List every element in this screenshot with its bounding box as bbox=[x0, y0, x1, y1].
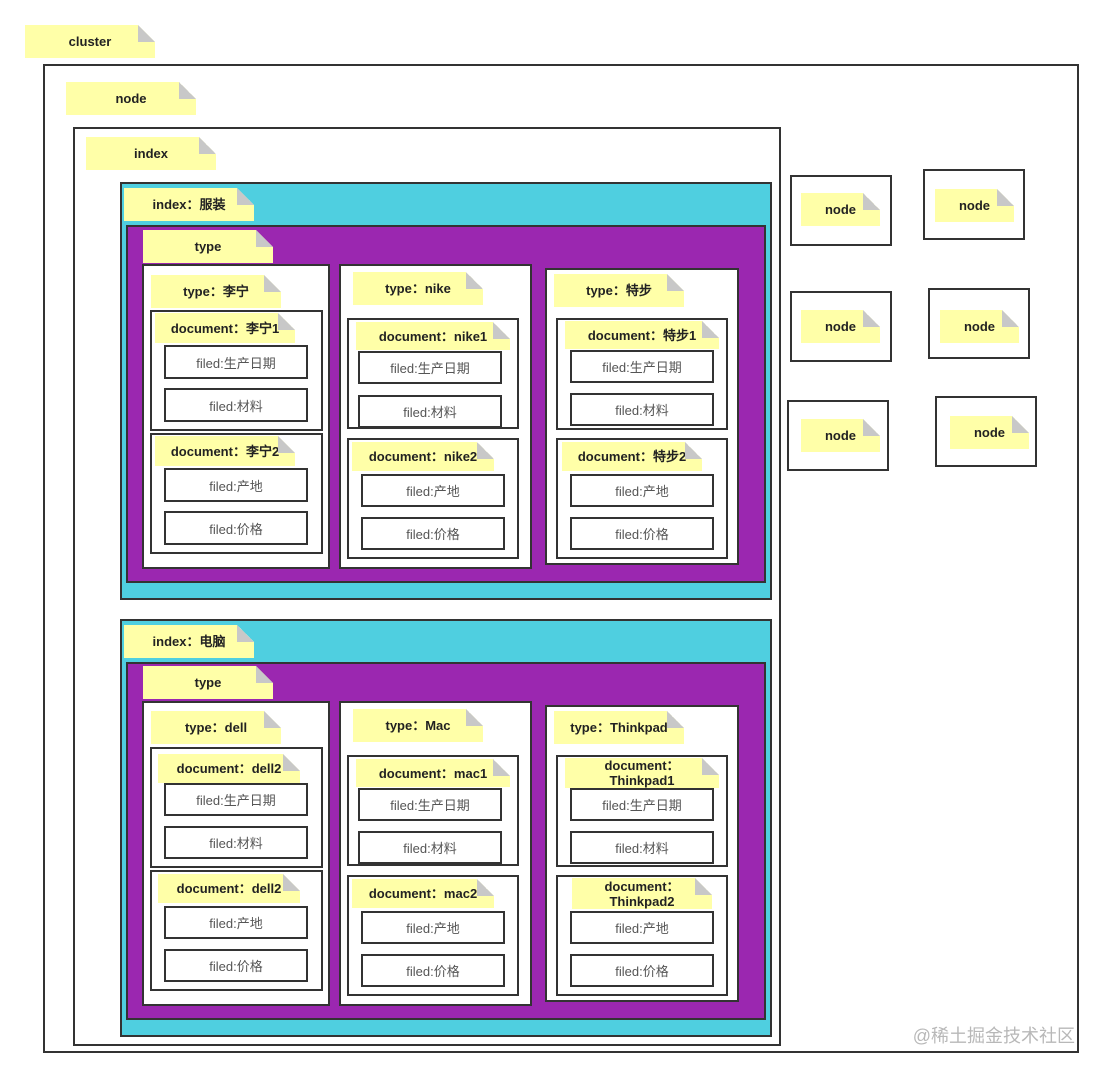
field-box: filed:价格 bbox=[361, 517, 505, 550]
document-title: document：dell2 bbox=[158, 874, 300, 903]
field-box: filed:产地 bbox=[164, 906, 308, 939]
document-title: document：李宁2 bbox=[155, 436, 295, 466]
node-label: node bbox=[66, 82, 196, 115]
field-box: filed:产地 bbox=[164, 468, 308, 502]
document-title: document：dell2 bbox=[158, 754, 300, 783]
document-title: document： Thinkpad2 bbox=[572, 878, 712, 909]
field-box: filed:价格 bbox=[570, 517, 714, 550]
type-group-label-computer: type bbox=[143, 666, 273, 699]
field-box: filed:价格 bbox=[361, 954, 505, 987]
type-title: type：nike bbox=[353, 272, 483, 305]
document-title: document：李宁1 bbox=[155, 313, 295, 343]
type-title: type：dell bbox=[151, 711, 281, 744]
field-box: filed:材料 bbox=[570, 831, 714, 864]
field-box: filed:材料 bbox=[570, 393, 714, 426]
field-box: filed:材料 bbox=[358, 831, 502, 864]
field-box: filed:生产日期 bbox=[570, 350, 714, 383]
field-box: filed:材料 bbox=[164, 388, 308, 422]
document-title: document： Thinkpad1 bbox=[565, 758, 719, 788]
index-title-clothing: index：服装 bbox=[124, 188, 254, 221]
document-title: document：特步1 bbox=[565, 321, 719, 349]
type-title: type：特步 bbox=[554, 274, 684, 307]
type-title: type：Mac bbox=[353, 709, 483, 742]
field-box: filed:价格 bbox=[164, 949, 308, 982]
watermark: @稀土掘金技术社区 bbox=[912, 1026, 1075, 1046]
field-box: filed:生产日期 bbox=[570, 788, 714, 821]
field-box: filed:材料 bbox=[164, 826, 308, 859]
document-title: document：nike2 bbox=[352, 442, 494, 471]
type-group-label-clothing: type bbox=[143, 230, 273, 263]
node-label-small: node bbox=[801, 419, 880, 452]
field-box: filed:生产日期 bbox=[164, 783, 308, 816]
node-label-small: node bbox=[935, 189, 1014, 222]
type-title: type：李宁 bbox=[151, 275, 281, 308]
field-box: filed:价格 bbox=[164, 511, 308, 545]
field-box: filed:产地 bbox=[361, 911, 505, 944]
field-box: filed:材料 bbox=[358, 395, 502, 428]
field-box: filed:产地 bbox=[361, 474, 505, 507]
document-title: document：mac2 bbox=[352, 879, 494, 908]
document-title: document：mac1 bbox=[356, 759, 510, 787]
field-box: filed:价格 bbox=[570, 954, 714, 987]
field-box: filed:生产日期 bbox=[358, 788, 502, 821]
type-title: type：Thinkpad bbox=[554, 711, 684, 744]
field-box: filed:生产日期 bbox=[164, 345, 308, 379]
node-label-small: node bbox=[940, 310, 1019, 343]
cluster-label: cluster bbox=[25, 25, 155, 58]
field-box: filed:生产日期 bbox=[358, 351, 502, 384]
index-label: index bbox=[86, 137, 216, 170]
index-title-computer: index：电脑 bbox=[124, 625, 254, 658]
field-box: filed:产地 bbox=[570, 474, 714, 507]
document-title: document：特步2 bbox=[562, 442, 702, 471]
node-label-small: node bbox=[801, 310, 880, 343]
field-box: filed:产地 bbox=[570, 911, 714, 944]
document-title: document：nike1 bbox=[356, 322, 510, 350]
